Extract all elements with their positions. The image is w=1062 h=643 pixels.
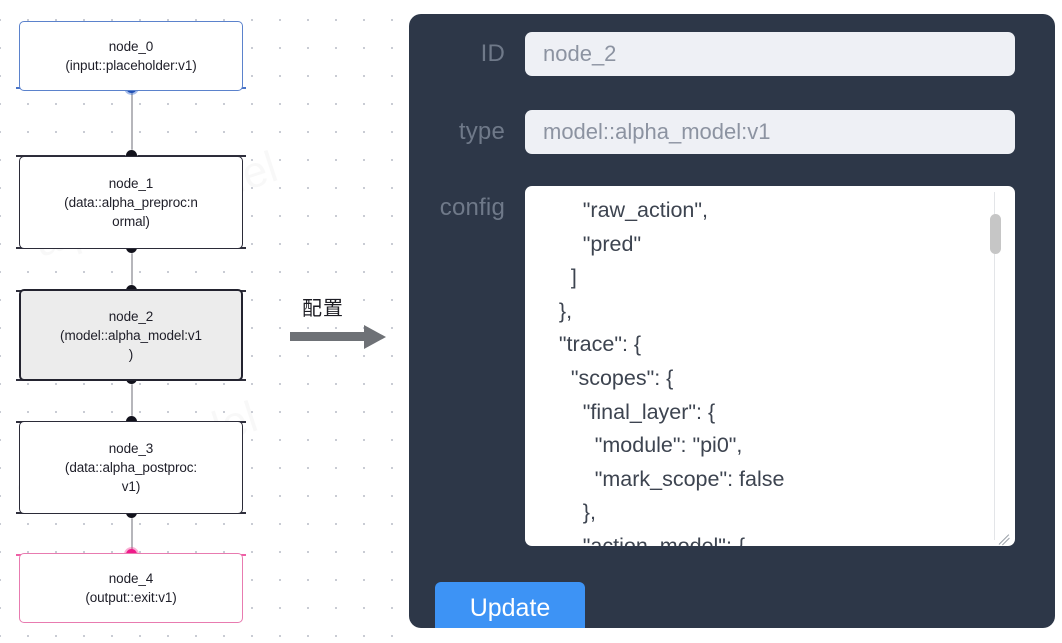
config-textarea[interactable]: "raw_action", "pred" ] }, "trace": { "sc… xyxy=(525,186,1015,546)
graph-node-node_0[interactable]: node_0 (input::placeholder:v1) xyxy=(19,21,243,91)
id-field-row: ID xyxy=(409,32,1015,76)
config-field-label: config xyxy=(439,194,505,221)
resize-handle-icon[interactable] xyxy=(996,528,1012,546)
node-inspector-panel: ID type config "raw_action", "pred" ] },… xyxy=(409,14,1055,628)
graph-node-label: node_3 (data::alpha_postproc: v1) xyxy=(64,441,198,494)
graph-node-node_1[interactable]: node_1 (data::alpha_preproc:n ormal) xyxy=(19,156,243,249)
edge-node1-node2 xyxy=(131,248,133,294)
type-field-label: type xyxy=(458,118,505,145)
graph-node-label: node_2 (model::alpha_model:v1 ) xyxy=(60,308,202,362)
graph-node-node_2[interactable]: node_2 (model::alpha_model:v1 ) xyxy=(19,289,243,381)
id-field-label: ID xyxy=(480,40,505,67)
port-node_1-input[interactable] xyxy=(126,150,137,161)
type-field-row: type xyxy=(409,110,1015,154)
edge-node3-node4 xyxy=(131,512,133,550)
edge-node0-node1 xyxy=(131,88,133,160)
config-editor-wrapper: "raw_action", "pred" ] }, "trace": { "sc… xyxy=(525,186,1015,546)
graph-canvas[interactable]: alpha_model alpha_model node_0 (input::p… xyxy=(0,0,400,643)
transition-label: 配置 xyxy=(302,296,344,320)
id-input[interactable] xyxy=(525,32,1015,76)
right-arrow-icon xyxy=(290,332,366,341)
config-field-row: config "raw_action", "pred" ] }, "trace"… xyxy=(409,186,1015,546)
config-scrollbar-thumb[interactable] xyxy=(990,214,1001,254)
transition-annotation: 配置 xyxy=(288,292,398,362)
graph-node-label: node_0 (input::placeholder:v1) xyxy=(65,39,197,73)
config-scrollbar-track[interactable] xyxy=(990,192,1009,540)
graph-node-label: node_4 (output::exit:v1) xyxy=(85,571,177,605)
update-button[interactable]: Update xyxy=(435,582,585,628)
right-arrow-head-icon xyxy=(364,325,386,349)
graph-node-label: node_1 (data::alpha_preproc:n ormal) xyxy=(64,176,198,229)
graph-node-node_4[interactable]: node_4 (output::exit:v1) xyxy=(19,553,243,623)
type-input[interactable] xyxy=(525,110,1015,154)
graph-node-node_3[interactable]: node_3 (data::alpha_postproc: v1) xyxy=(19,421,243,514)
edge-node2-node3 xyxy=(131,376,133,418)
